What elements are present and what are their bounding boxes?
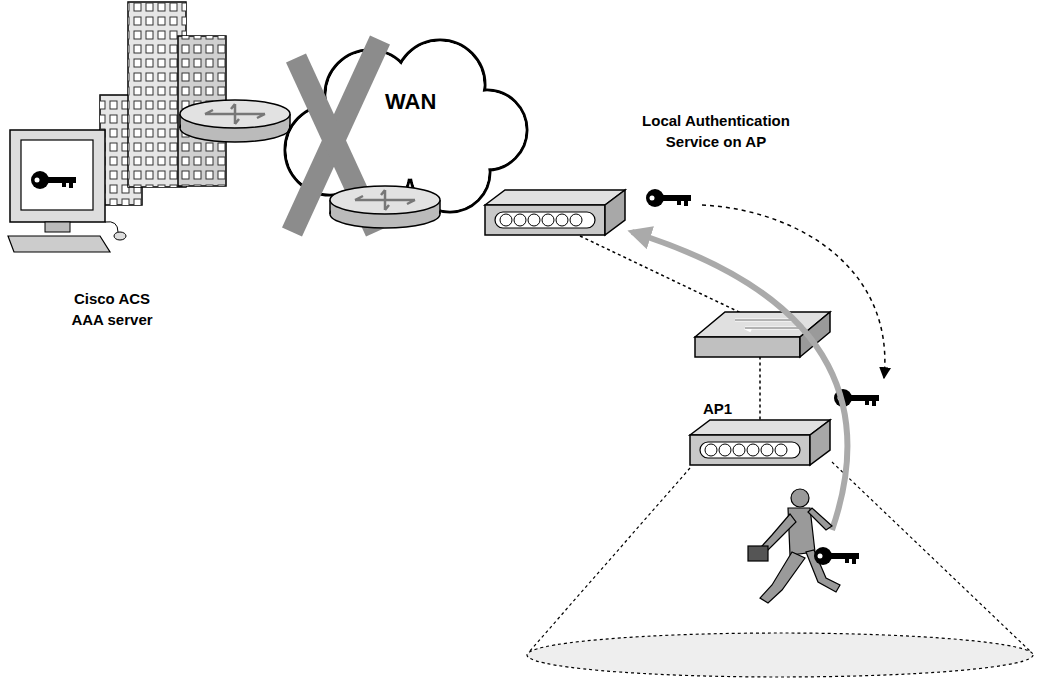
- coverage-area: [527, 462, 1033, 677]
- node-label: AP1: [703, 398, 753, 419]
- router: [330, 186, 440, 228]
- access-point: [690, 420, 830, 465]
- key-flow-arrow: [702, 205, 885, 378]
- local-auth-access-point: [485, 190, 625, 235]
- server-label-node: Cisco ACS AAA server: [62, 288, 164, 338]
- node-label: Cisco ACS AAA server: [62, 288, 162, 330]
- wan-cloud-node: WAN: [285, 45, 525, 215]
- mobile-user: [748, 489, 840, 603]
- aaa-server-computer: [8, 130, 126, 252]
- local-auth-ap-node: Local Authentication Service on AP: [480, 108, 802, 240]
- key-icon: [814, 547, 859, 565]
- auth-path-arrow: [632, 232, 847, 530]
- node-label: Local Authentication Service on AP: [632, 110, 800, 152]
- node-label: WAN: [385, 87, 465, 118]
- access-point-node: AP1: [685, 396, 837, 472]
- router: [180, 100, 290, 142]
- key-icon: [646, 189, 691, 207]
